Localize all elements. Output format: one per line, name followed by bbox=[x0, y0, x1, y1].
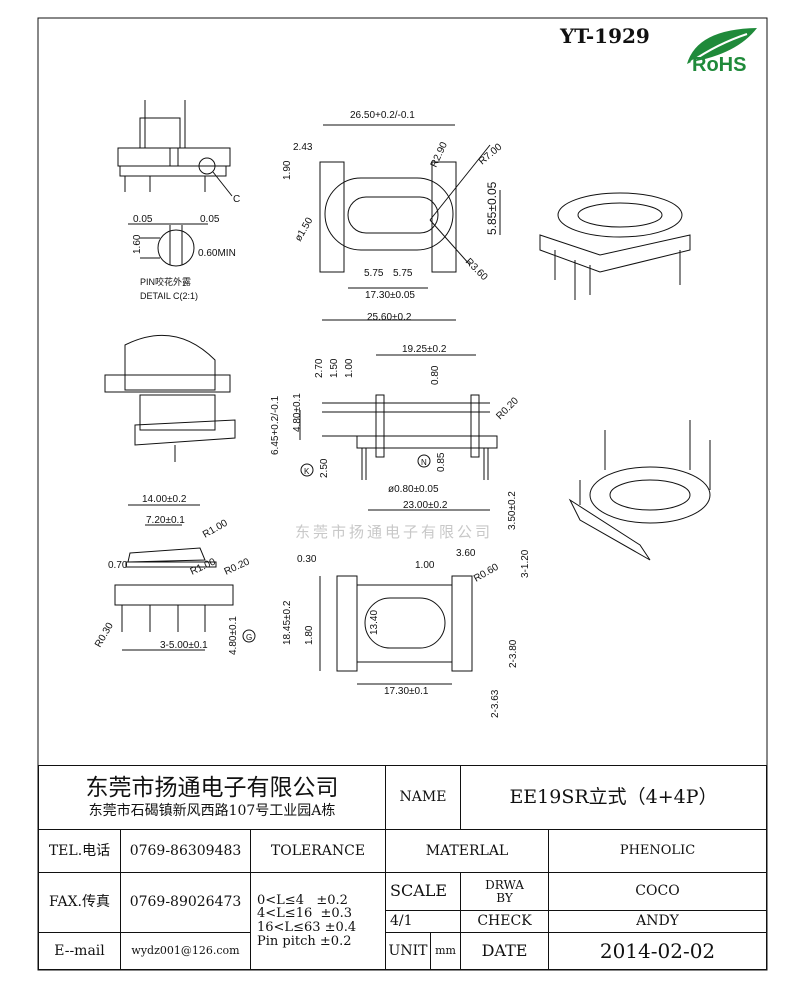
company-cell: 东莞市扬通电子有限公司 东莞市石碣镇新风西路107号工业园A栋 bbox=[38, 765, 386, 830]
name-value: EE19SR立式（4+4P） bbox=[460, 765, 767, 830]
dim-text: 2-3.80 bbox=[508, 639, 519, 668]
dim-text: 1.00 bbox=[344, 358, 355, 378]
tolerance-list: 0<L≤4 ±0.2 4<L≤16 ±0.3 16<L≤63 ±0.4 Pin … bbox=[250, 872, 386, 970]
dim-text: 0.80 bbox=[430, 365, 441, 385]
dim-text: 3.60 bbox=[456, 548, 476, 559]
fax-value: 0769-89026473 bbox=[120, 872, 251, 933]
side-view-small bbox=[117, 100, 233, 267]
dim-text: 5.75 bbox=[393, 268, 413, 279]
detail-label: C bbox=[233, 194, 240, 205]
unit-value: mm bbox=[430, 932, 461, 970]
dim-text: 6.45+0.2/-0.1 bbox=[270, 395, 281, 455]
dim-text: 4.80±0.1 bbox=[228, 616, 239, 655]
dim-text: 5.85±0.05 bbox=[485, 181, 499, 235]
email-value: wydz001@126.com bbox=[120, 932, 251, 970]
dim-text: 3.50±0.2 bbox=[507, 491, 518, 530]
dim-text: R0.20 bbox=[223, 556, 252, 577]
isometric-view-top-right bbox=[539, 192, 691, 300]
dim-text: 1.00 bbox=[415, 560, 435, 571]
dim-text: 3-5.00±0.1 bbox=[160, 640, 208, 651]
dim-text: 1.50 bbox=[329, 358, 340, 378]
dim-text: ø0.80±0.05 bbox=[388, 484, 439, 495]
dim-text: 2.70 bbox=[314, 358, 325, 378]
front-view bbox=[114, 504, 234, 651]
scale-label: SCALE bbox=[385, 872, 461, 911]
dim-text: 19.25±0.2 bbox=[402, 344, 447, 355]
dim-text: 2.43 bbox=[293, 142, 313, 153]
dim-text: R1.00 bbox=[189, 556, 218, 577]
dim-text: 0.85 bbox=[436, 452, 447, 472]
dim-text: 2.50 bbox=[319, 458, 330, 478]
detail-c-circle bbox=[157, 229, 195, 267]
date-value: 2014-02-02 bbox=[548, 932, 767, 970]
side-view bbox=[299, 354, 498, 511]
company-address: 东莞市石碣镇新风西路107号工业园A栋 bbox=[88, 803, 336, 820]
drawn-by-label: DRWA BY bbox=[460, 872, 549, 911]
bottom-view bbox=[319, 575, 473, 685]
dim-text: 1.90 bbox=[282, 160, 293, 180]
scale-value: 4/1 bbox=[385, 910, 461, 933]
top-view bbox=[319, 124, 501, 321]
dim-text: 25.60±0.2 bbox=[367, 312, 412, 323]
dim-text: 0.70 bbox=[108, 560, 128, 571]
dim-text: 3-1.20 bbox=[520, 549, 531, 578]
tolerance-item: 4<L≤16 ±0.3 bbox=[257, 906, 353, 922]
dim-text: 0.05 bbox=[133, 214, 153, 225]
tolerance-item: 0<L≤4 ±0.2 bbox=[257, 892, 348, 908]
detail-note: DETAIL C(2:1) bbox=[140, 291, 198, 301]
sheet-border bbox=[37, 17, 768, 971]
detail-note: PIN咬花外露 bbox=[140, 276, 191, 287]
rohs-leaf-icon bbox=[687, 28, 757, 64]
tolerance-item: 16<L≤63 ±0.4 bbox=[257, 920, 357, 935]
dim-text: 18.45±0.2 bbox=[282, 600, 293, 645]
check-label: CHECK bbox=[460, 910, 549, 933]
tolerance-label: TOLERANCE bbox=[250, 829, 386, 873]
dim-text: R0.60 bbox=[472, 562, 501, 585]
dim-text: ø1.50 bbox=[293, 215, 316, 243]
dim-text: 7.20±0.1 bbox=[146, 515, 185, 526]
email-label: E--mail bbox=[38, 932, 121, 970]
dim-text: 13.40 bbox=[369, 610, 380, 635]
dim-text: R1.00 bbox=[201, 518, 230, 541]
unit-label: UNIT bbox=[385, 932, 431, 970]
tolerance-item: Pin pitch ±0.2 bbox=[257, 933, 352, 949]
dim-text: 23.00±0.2 bbox=[403, 500, 448, 511]
marker-n: N bbox=[421, 458, 427, 467]
dim-text: 1.60 bbox=[132, 234, 143, 254]
dim-text: 0.30 bbox=[297, 554, 317, 565]
material-value: PHENOLIC bbox=[548, 829, 767, 873]
dim-text: 26.50+0.2/-0.1 bbox=[350, 110, 415, 121]
tel-value: 0769-86309483 bbox=[120, 829, 251, 873]
dim-text: 14.00±0.2 bbox=[142, 494, 187, 505]
part-code: YT-1929 bbox=[560, 24, 650, 48]
marker-g: G bbox=[246, 633, 252, 642]
dim-text: 1.80 bbox=[304, 625, 315, 645]
rohs-label: RoHS bbox=[692, 54, 747, 76]
dim-text: 0.60MIN bbox=[198, 248, 236, 259]
dim-text: 2-3.63 bbox=[490, 689, 501, 718]
dim-text: R0.20 bbox=[494, 395, 521, 422]
dim-text: R2.90 bbox=[429, 140, 450, 169]
company-name: 东莞市扬通电子有限公司 bbox=[85, 775, 339, 802]
tel-label: TEL.电话 bbox=[38, 829, 121, 873]
dim-text: 17.30±0.1 bbox=[384, 686, 429, 697]
isometric-view-mid-right bbox=[568, 420, 711, 561]
dim-text: R0.30 bbox=[93, 621, 116, 650]
name-label: NAME bbox=[385, 765, 461, 830]
dim-text: R7.00 bbox=[477, 141, 505, 167]
isometric-view-mid-left bbox=[104, 334, 236, 462]
dim-text: R3.60 bbox=[463, 256, 490, 283]
dim-text: 5.75 bbox=[364, 268, 384, 279]
dim-text: 17.30±0.05 bbox=[365, 290, 415, 301]
dim-text: 4.80±0.1 bbox=[292, 393, 303, 432]
material-label: MATERLAL bbox=[385, 829, 549, 873]
marker-k: K bbox=[304, 467, 310, 476]
dim-text: 0.05 bbox=[200, 214, 220, 225]
watermark: 东莞市扬通电子有限公司 bbox=[295, 523, 494, 541]
date-label: DATE bbox=[460, 932, 549, 970]
fax-label: FAX.传真 bbox=[38, 872, 121, 933]
drawn-by-value: COCO bbox=[548, 872, 767, 911]
check-value: ANDY bbox=[548, 910, 767, 933]
